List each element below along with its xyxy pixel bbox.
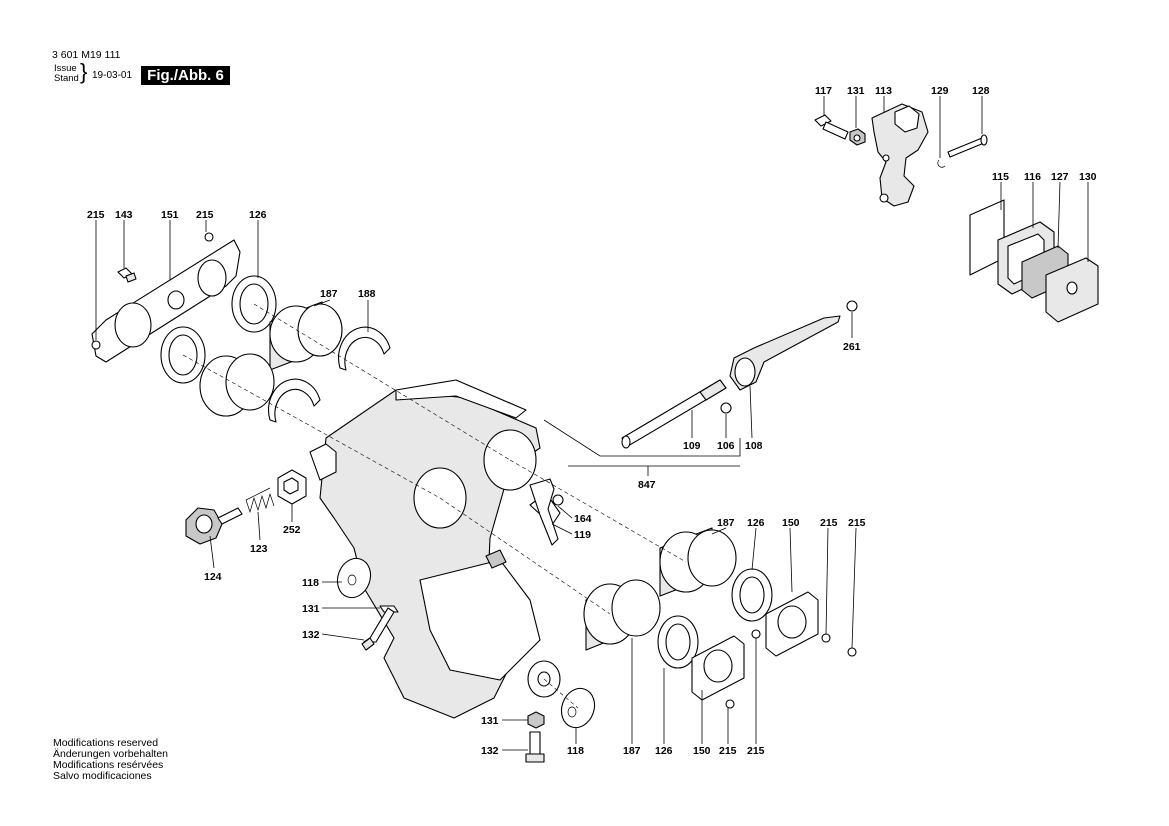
label-252: 252 xyxy=(283,524,301,536)
label-188: 188 xyxy=(358,288,376,300)
label-126-right: 126 xyxy=(747,517,765,529)
knob-124 xyxy=(185,507,243,545)
label-106: 106 xyxy=(717,440,735,452)
label-215-right-b: 215 xyxy=(848,517,866,529)
label-118-upper: 118 xyxy=(302,577,319,589)
bearing-187-right-lower xyxy=(583,579,661,651)
label-261: 261 xyxy=(843,341,861,353)
label-132-upper: 132 xyxy=(302,629,320,641)
stand-label: Stand xyxy=(54,73,79,84)
spring-123 xyxy=(245,487,275,514)
label-126-top: 126 xyxy=(249,209,267,221)
label-128: 128 xyxy=(972,85,990,97)
note-de: Änderungen vorbehalten xyxy=(53,748,169,760)
leader-lines xyxy=(95,96,1089,751)
bearing-187-top xyxy=(269,301,343,371)
screw-164 xyxy=(552,494,564,506)
nut-131-lower xyxy=(527,711,545,729)
label-215-bottom-b: 215 xyxy=(747,745,765,757)
bearing-187-mid xyxy=(199,353,275,417)
screw-215-left xyxy=(91,340,101,350)
label-109: 109 xyxy=(683,440,701,452)
issue-label: Issue xyxy=(54,63,77,74)
label-150-top: 150 xyxy=(782,517,800,529)
ring-126-right-top xyxy=(731,568,773,622)
issue-date: 19-03-01 xyxy=(92,70,133,81)
label-150-bottom: 150 xyxy=(693,745,711,757)
bearing-187-right-top xyxy=(659,527,737,597)
note-es: Salvo modificaciones xyxy=(53,770,152,782)
bolt-132-upper xyxy=(361,607,395,651)
label-118-lower: 118 xyxy=(567,745,584,757)
clip-188-lower xyxy=(268,378,321,423)
label-130: 130 xyxy=(1079,171,1097,183)
bolt-132-lower xyxy=(525,731,545,763)
lever-108 xyxy=(729,315,841,391)
label-164: 164 xyxy=(574,513,592,525)
pad-130 xyxy=(1045,257,1099,323)
clip-188 xyxy=(338,326,391,371)
clip-129 xyxy=(937,159,946,168)
screws-215-right xyxy=(725,629,857,709)
washer-118-upper xyxy=(336,557,372,599)
label-143: 143 xyxy=(115,209,133,221)
bracket-113 xyxy=(871,103,929,207)
document-number: 3 601 M19 111 xyxy=(52,49,121,61)
figure-label: Fig./Abb. 6 xyxy=(141,66,230,85)
brace-glyph: } xyxy=(80,59,88,84)
screw-215-top xyxy=(204,232,214,242)
pin-128 xyxy=(947,134,988,158)
ring-126-right-lower xyxy=(657,615,699,669)
label-117: 117 xyxy=(815,85,832,97)
label-131-lower: 131 xyxy=(481,715,499,727)
label-108: 108 xyxy=(745,440,763,452)
screw-261 xyxy=(846,300,858,312)
label-126-bottom: 126 xyxy=(655,745,673,757)
cover-150-lower xyxy=(691,635,745,701)
clip-252 xyxy=(277,469,307,505)
label-215-top: 215 xyxy=(196,209,214,221)
label-131-mid: 131 xyxy=(302,603,320,615)
label-215-right-a: 215 xyxy=(820,517,838,529)
label-187-bottom: 187 xyxy=(623,745,641,757)
note-en: Modifications reserved xyxy=(53,737,159,749)
label-131-top: 131 xyxy=(847,85,865,97)
label-187-right: 187 xyxy=(717,517,735,529)
screw-106 xyxy=(720,402,732,414)
issue-stand-labels: Issue Stand xyxy=(54,64,79,84)
label-215-left: 215 xyxy=(87,209,105,221)
plate-151 xyxy=(91,239,241,363)
label-127: 127 xyxy=(1051,171,1069,183)
assembly-lines xyxy=(182,303,687,709)
shaft-109 xyxy=(621,379,727,449)
label-215-bottom-a: 215 xyxy=(719,745,737,757)
screw-143 xyxy=(117,267,137,283)
label-124: 124 xyxy=(204,571,222,583)
label-119: 119 xyxy=(574,529,591,541)
label-151: 151 xyxy=(161,209,179,221)
note-fr: Modifications resérvées xyxy=(53,759,164,771)
cover-150-top xyxy=(765,591,819,657)
bracket-119 xyxy=(529,478,559,546)
label-187-top: 187 xyxy=(320,288,338,300)
nut-131-top xyxy=(849,128,866,146)
part-labels: 117 131 113 129 128 115 116 127 130 215 … xyxy=(87,85,1097,757)
label-847: 847 xyxy=(638,479,656,491)
label-115: 115 xyxy=(992,171,1009,183)
label-132-lower: 132 xyxy=(481,745,499,757)
label-116: 116 xyxy=(1024,171,1041,183)
main-housing xyxy=(309,379,561,719)
label-113: 113 xyxy=(875,85,892,97)
bolt-117 xyxy=(814,114,849,140)
modification-notes: Modifications reserved Änderungen vorbeh… xyxy=(53,738,168,782)
label-123: 123 xyxy=(250,543,268,555)
label-129: 129 xyxy=(931,85,949,97)
